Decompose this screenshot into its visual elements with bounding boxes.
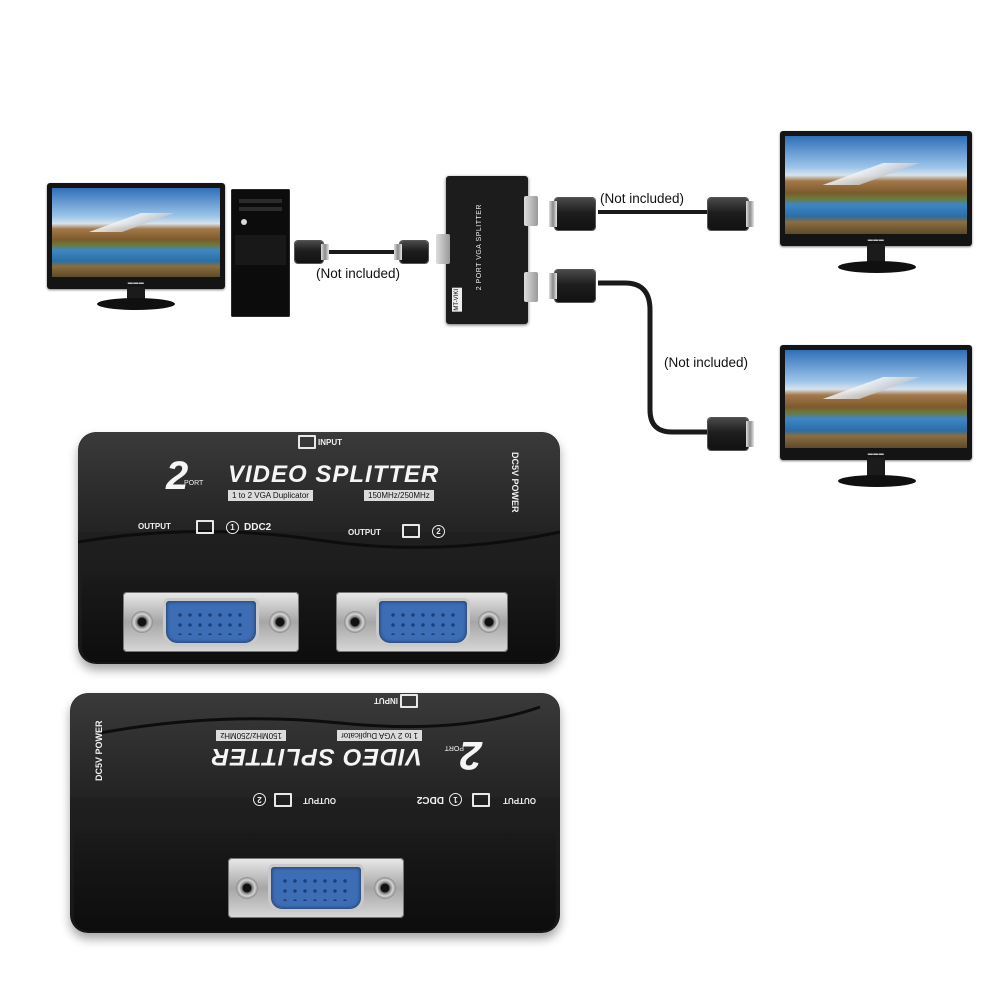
vga-input-port bbox=[228, 858, 404, 918]
output2-label: OUTPUT bbox=[348, 528, 381, 537]
cable-note-top-right: (Not included) bbox=[600, 191, 685, 206]
vga-plug-icon bbox=[394, 241, 428, 263]
device-subtitle-1: 1 to 2 VGA Duplicator bbox=[228, 490, 313, 501]
vga-plug-icon bbox=[708, 418, 754, 450]
device-subtitle-1-back: 1 to 2 VGA Duplicator bbox=[337, 730, 422, 741]
device-title-back: VIDEO SPLITTER bbox=[210, 743, 422, 770]
vga-port-icon bbox=[436, 234, 450, 264]
output1-label: OUTPUT bbox=[138, 522, 171, 531]
vga-plug-icon bbox=[708, 198, 754, 230]
pc-tower-icon bbox=[231, 189, 290, 317]
ddc-label: DDC2 bbox=[244, 522, 272, 533]
monitor-icon bbox=[402, 524, 420, 538]
port-word-back: PORT bbox=[444, 744, 464, 751]
vga-plug-icon bbox=[549, 198, 595, 230]
output1-label-back: OUTPUT bbox=[503, 796, 536, 805]
vga-port-icon bbox=[524, 272, 538, 302]
output1-number: 1 bbox=[226, 521, 239, 534]
cable-note-left: (Not included) bbox=[316, 266, 401, 281]
port-count: 2 bbox=[166, 454, 189, 498]
device-wave bbox=[78, 530, 560, 549]
ddc-label-back: DDC2 bbox=[416, 794, 444, 805]
device-subtitle-2: 150MHz/250MHz bbox=[364, 490, 434, 501]
splitter-device-back: INPUT DC5V POWER 2 PORT VIDEO SPLITTER 1… bbox=[70, 693, 560, 933]
port-word: PORT bbox=[184, 480, 204, 487]
monitor-icon bbox=[196, 520, 214, 534]
vga-plug-icon bbox=[295, 241, 329, 263]
dc-power-label: DC5V POWER bbox=[510, 452, 520, 513]
vga-output-port-2 bbox=[336, 592, 508, 652]
mini-splitter-text: 2 PORT VGA SPLITTER bbox=[476, 204, 483, 291]
monitor-icon bbox=[298, 435, 316, 449]
device-subtitle-2-back: 150MHz/250MHz bbox=[216, 730, 286, 741]
mini-brand-tag: MT-VIKI bbox=[452, 288, 462, 312]
input-label-back: INPUT bbox=[374, 696, 398, 705]
vga-output-port-1 bbox=[123, 592, 299, 652]
input-label: INPUT bbox=[318, 438, 342, 447]
vga-port-icon bbox=[524, 196, 538, 226]
mini-splitter: 2 PORT VGA SPLITTER MT-VIKI bbox=[436, 176, 538, 324]
monitor-icon bbox=[400, 694, 418, 708]
output2-number-back: 2 bbox=[253, 793, 266, 806]
output1-number-back: 1 bbox=[449, 793, 462, 806]
device-title: VIDEO SPLITTER bbox=[228, 461, 440, 488]
vga-plug-icon bbox=[549, 270, 595, 302]
output2-number: 2 bbox=[432, 525, 445, 538]
device-wave bbox=[99, 705, 541, 735]
port-count-back: 2 bbox=[459, 733, 482, 777]
monitor-icon bbox=[472, 793, 490, 807]
dc-power-label-back: DC5V POWER bbox=[94, 720, 104, 781]
cable-note-bottom-right: (Not included) bbox=[664, 355, 749, 370]
output2-label-back: OUTPUT bbox=[303, 796, 336, 805]
splitter-device-front: INPUT DC5V POWER 2 PORT VIDEO SPLITTER 1… bbox=[78, 432, 560, 664]
monitor-icon bbox=[274, 793, 292, 807]
